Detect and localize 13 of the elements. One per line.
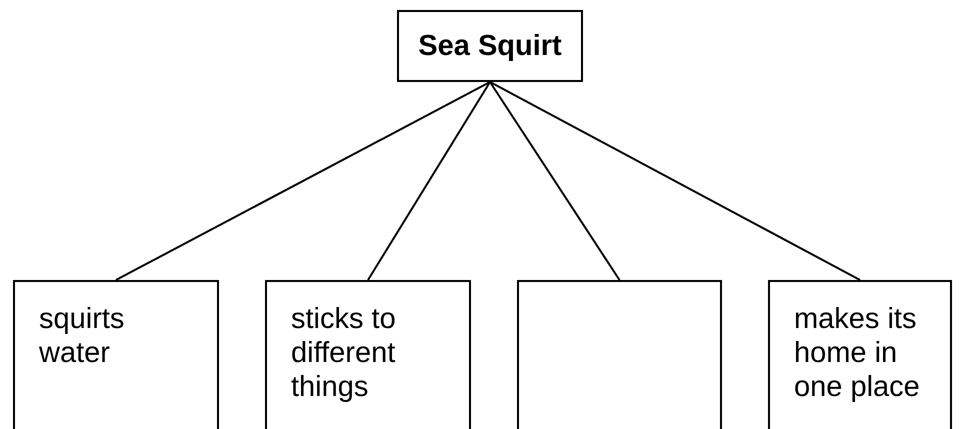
connector-line: [116, 81, 490, 281]
detail-box: [265, 280, 471, 429]
box-text: sticks to different things: [291, 302, 397, 404]
title-text: Sea Squirt: [418, 28, 562, 64]
detail-box: [768, 280, 952, 429]
detail-box: [517, 280, 722, 429]
connector-line: [490, 81, 860, 281]
connector-line: [367, 81, 491, 281]
title-box: [397, 10, 583, 82]
box-text: squirts water: [39, 302, 126, 370]
connector-line: [489, 81, 620, 281]
detail-box: [13, 280, 219, 429]
box-text: makes its home in one place: [794, 302, 921, 404]
